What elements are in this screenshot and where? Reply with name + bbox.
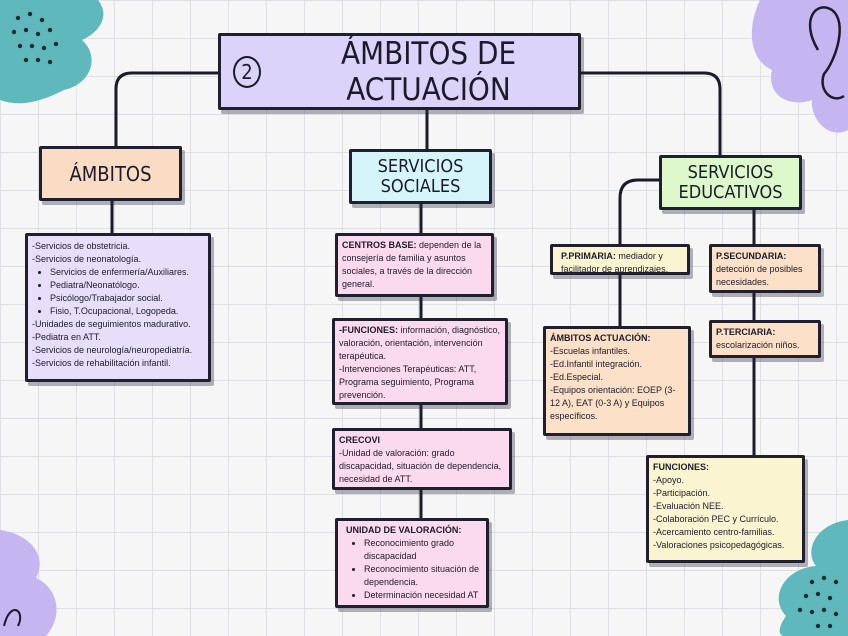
terciaria-box: P.TERCIARIA: escolarización niños. [709, 320, 821, 358]
crecovi-label: CRECOVI [339, 435, 381, 445]
unidad-valoracion-label: UNIDAD DE VALORACIÓN: [346, 525, 462, 535]
funciones-educativas-item: -Valoraciones psicopedagógicas. [653, 540, 785, 550]
category-servicios-educativos: SERVICIOS EDUCATIVOS [659, 155, 802, 210]
terciaria-label: P.TERCIARIA: [716, 327, 776, 337]
section-number: 2 [233, 55, 262, 88]
ambitos-item: -Servicios de obstetricia. [32, 241, 131, 251]
secundaria-label: P.SECUNDARIA: [716, 251, 787, 261]
ambitos-sub-item: Fisio, T.Ocupacional, Logopeda. [50, 305, 204, 318]
funciones-educativas-item: -Acercamiento centro-familias. [653, 527, 775, 537]
centros-base-box: CENTROS BASE: dependen de la consejería … [335, 233, 494, 297]
ambitos-item: -Servicios de neonatología. [32, 254, 142, 264]
unidad-valoracion-item: Reconocimiento grado discapacidad [364, 537, 482, 563]
funciones-sociales-text: información, diagnóstico, valoración, or… [339, 325, 501, 361]
unidad-valoracion-box: UNIDAD DE VALORACIÓN: Reconocimiento gra… [335, 518, 489, 608]
funciones-educativas-item: -Evaluación NEE. [653, 501, 724, 511]
main-title: ÁMBITOS DE ACTUACIÓN [340, 35, 517, 108]
funciones-educativas-item: -Participación. [653, 488, 711, 498]
centros-base-text: dependen de la consejería de familia y a… [342, 240, 482, 289]
ambitos-actuacion-item: -Ed.Especial. [550, 372, 604, 382]
category-ambitos-label: ÁMBITOS [69, 161, 152, 186]
terciaria-text: escolarización niños. [716, 340, 800, 350]
ambitos-item: -Pediatra en ATT. [32, 332, 101, 342]
category-servicios-educativos-label: SERVICIOS EDUCATIVOS [678, 161, 783, 203]
category-servicios-sociales-label: SERVICIOS SOCIALES [377, 155, 464, 197]
category-ambitos: ÁMBITOS [39, 146, 182, 201]
funciones-sociales-box: -FUNCIONES: información, diagnóstico, va… [332, 318, 508, 405]
ambitos-sub-item: Servicios de enfermería/Auxiliares. [50, 266, 204, 279]
secundaria-box: P.SECUNDARIA: detección de posibles nece… [709, 244, 821, 293]
main-title-box: 2 ÁMBITOS DE ACTUACIÓN [218, 33, 581, 110]
ambitos-actuacion-item: -Ed.Infantil integración. [550, 359, 643, 369]
unidad-valoracion-list: Reconocimiento grado discapacidad Recono… [346, 537, 482, 602]
unidad-valoracion-item: Determinación necesidad AT [364, 589, 482, 602]
primaria-label: P.PRIMARIA: [561, 251, 616, 261]
crecovi-text: -Unidad de valoración: grado discapacida… [339, 448, 502, 484]
centros-base-label: CENTROS BASE: [342, 240, 417, 250]
funciones-sociales-label: -FUNCIONES: [339, 325, 398, 335]
ambitos-item: -Unidades de seguimientos madurativo. [32, 319, 191, 329]
secundaria-text: detección de posibles necesidades. [716, 264, 803, 287]
ambitos-actuacion-label: ÁMBITOS ACTUACIÓN: [550, 333, 651, 343]
funciones-educativas-item: -Apoyo. [653, 475, 685, 485]
funciones-educativas-item: -Colaboración PEC y Currículo. [653, 514, 779, 524]
primaria-text: mediador y facilitador de aprendizajes. [561, 251, 669, 274]
ambitos-actuacion-item: -Escuelas infantiles. [550, 346, 631, 356]
ambitos-list-box: -Servicios de obstetricia. -Servicios de… [25, 233, 211, 382]
crecovi-box: CRECOVI -Unidad de valoración: grado dis… [332, 428, 512, 490]
funciones-educativas-label: FUNCIONES: [653, 462, 709, 472]
ambitos-item: -Servicios de rehabilitación infantil. [32, 358, 171, 368]
ambitos-actuacion-item: -Equipos orientación: EOEP (3-12 A), EAT… [550, 385, 676, 421]
unidad-valoracion-item: Reconocimiento situación de dependencia. [364, 563, 482, 589]
ambitos-actuacion-box: ÁMBITOS ACTUACIÓN: -Escuelas infantiles.… [543, 326, 691, 436]
ambitos-sub-item: Psicólogo/Trabajador social. [50, 292, 204, 305]
primaria-box: P.PRIMARIA: mediador y facilitador de ap… [550, 244, 690, 275]
category-servicios-sociales: SERVICIOS SOCIALES [349, 149, 492, 204]
ambitos-item: -Servicios de neurología/neuropediatría. [32, 345, 193, 355]
ambitos-sub-list: Servicios de enfermería/Auxiliares. Pedi… [32, 266, 204, 318]
intervenciones-text: -Intervenciones Terapéuticas: ATT, Progr… [339, 364, 477, 400]
funciones-educativas-box: FUNCIONES: -Apoyo. -Participación. -Eval… [646, 455, 805, 563]
ambitos-sub-item: Pediatra/Neonatólogo. [50, 279, 204, 292]
